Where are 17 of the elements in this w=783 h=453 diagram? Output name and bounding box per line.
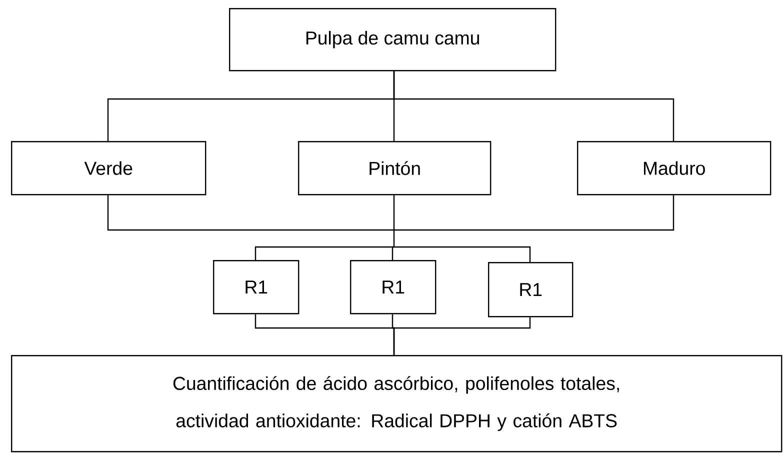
process-box: Verde [11, 141, 206, 196]
connector-line [392, 246, 394, 260]
process-box: Maduro [577, 141, 772, 196]
process-box: Pulpa de camu camu [229, 8, 556, 72]
process-box: R1 [488, 262, 574, 318]
process-box: Pintón [298, 141, 492, 196]
connector-line [394, 246, 531, 262]
connector-line [393, 230, 395, 247]
connector-line [394, 195, 674, 231]
process-box: R1 [213, 260, 300, 314]
connector-line [393, 195, 395, 230]
connector-line [254, 246, 394, 260]
process-box: R1 [350, 260, 436, 314]
connector-line [393, 71, 674, 141]
connector-line [107, 195, 394, 231]
process-box: Cuantificación de ácido ascórbico, polifenoles totales, actividad antioxidante: Radical DPPH y catión ABTS [11, 355, 782, 452]
connector-line [393, 317, 531, 355]
